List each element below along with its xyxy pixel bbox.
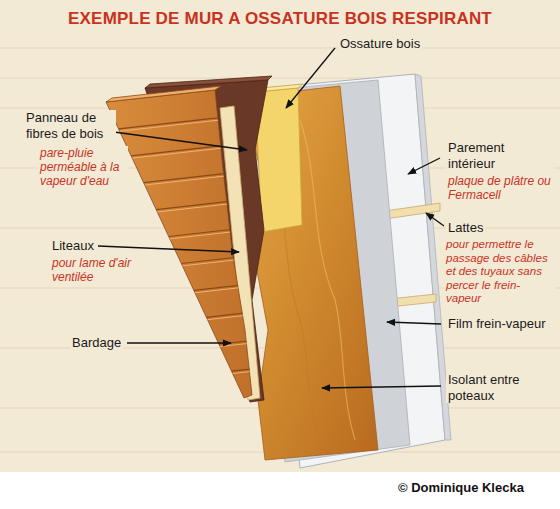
board-highlight [132, 144, 260, 158]
cladding-boards [119, 113, 261, 374]
insulation-texture [300, 120, 355, 440]
board-highlight [195, 285, 260, 292]
leader-arrow [426, 213, 444, 226]
board-highlight [145, 172, 260, 185]
part-note: pour lame d'air ventilée [50, 256, 134, 284]
diagram-title: EXEMPLE DE MUR A OSSATURE BOIS RESPIRANT [0, 9, 560, 29]
plank-line [0, 78, 560, 79]
copyright-credit: © Dominique Klecka [396, 480, 526, 496]
board-joint [232, 368, 261, 371]
part-label: Film frein-vapeur [446, 316, 548, 332]
leader-lines [98, 48, 444, 388]
leader-arrow [98, 246, 239, 252]
board-highlight [182, 257, 260, 266]
board-highlight [157, 200, 260, 212]
board-joint [144, 170, 260, 183]
board-highlight [233, 370, 261, 373]
board-joint [169, 226, 260, 236]
part-note: pour permettre le passage des câbles et … [444, 238, 556, 306]
part-label: Isolant entre poteaux [446, 372, 550, 403]
board-highlights [120, 116, 261, 374]
board-highlight [170, 229, 260, 239]
board-joint [156, 198, 260, 210]
board-joint [119, 113, 261, 129]
part-label: Lattes [446, 220, 485, 236]
plank-line [0, 48, 560, 49]
leader-arrow [286, 48, 335, 108]
part-label: Ossature bois [338, 36, 422, 52]
cladding [106, 90, 252, 398]
background-wall [0, 0, 560, 472]
leader-arrow [127, 342, 231, 343]
board-highlight [120, 116, 261, 132]
board-highlight [207, 314, 260, 320]
board-joints [119, 113, 261, 371]
part-label: Parement intérieur [446, 140, 554, 171]
part-label: Liteaux [50, 238, 96, 254]
part-note: plaque de plâtre ou Fermacell [446, 174, 556, 202]
part-label: Bardage [70, 335, 123, 351]
fibreboard-top [145, 76, 272, 88]
leader-arrow [408, 158, 440, 174]
board-joint [181, 255, 260, 264]
part-label: Panneau de fibres de bois [24, 110, 116, 141]
cladding-top [106, 86, 221, 102]
leader-arrow [322, 386, 441, 388]
part-note: pare-pluie perméable à la vapeur d'eau [38, 146, 128, 188]
leader-arrow [387, 322, 441, 324]
leader-arrow [114, 132, 247, 150]
